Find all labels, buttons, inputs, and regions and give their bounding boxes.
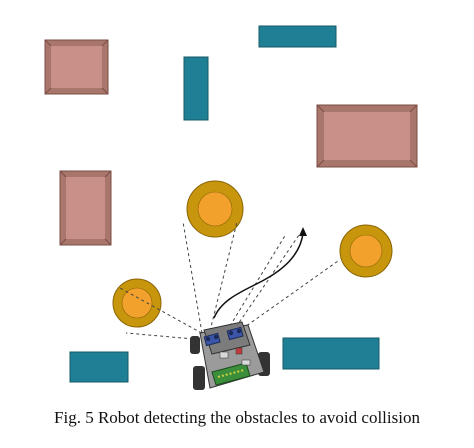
bar-obstacle-bottom-right bbox=[282, 337, 380, 370]
ultrasonic-sensor-icon bbox=[226, 326, 244, 341]
sensor-line bbox=[235, 234, 300, 328]
curved-arrow-icon bbox=[213, 227, 307, 319]
disc-obstacle-left bbox=[112, 278, 162, 328]
sensor-line bbox=[229, 233, 287, 327]
sensor-line bbox=[241, 260, 339, 330]
bar-obstacle-top bbox=[258, 25, 337, 48]
figure-caption: Fig. 5 Robot detecting the obstacles to … bbox=[54, 408, 420, 427]
disc-obstacle-top bbox=[186, 180, 244, 238]
box-obstacle-top-left bbox=[44, 39, 109, 95]
sensor-line bbox=[182, 221, 203, 334]
ultrasonic-sensor-icon bbox=[203, 332, 221, 347]
robot-icon bbox=[190, 321, 270, 390]
box-obstacle-left bbox=[59, 170, 112, 246]
disc-obstacle-right bbox=[339, 224, 393, 278]
bar-obstacle-vertical bbox=[183, 56, 209, 121]
box-obstacle-right bbox=[316, 104, 418, 168]
sensor-line bbox=[209, 221, 238, 332]
bar-obstacle-bottom-left bbox=[69, 351, 129, 383]
sensor-line bbox=[119, 287, 208, 337]
sensor-lines bbox=[119, 221, 339, 341]
